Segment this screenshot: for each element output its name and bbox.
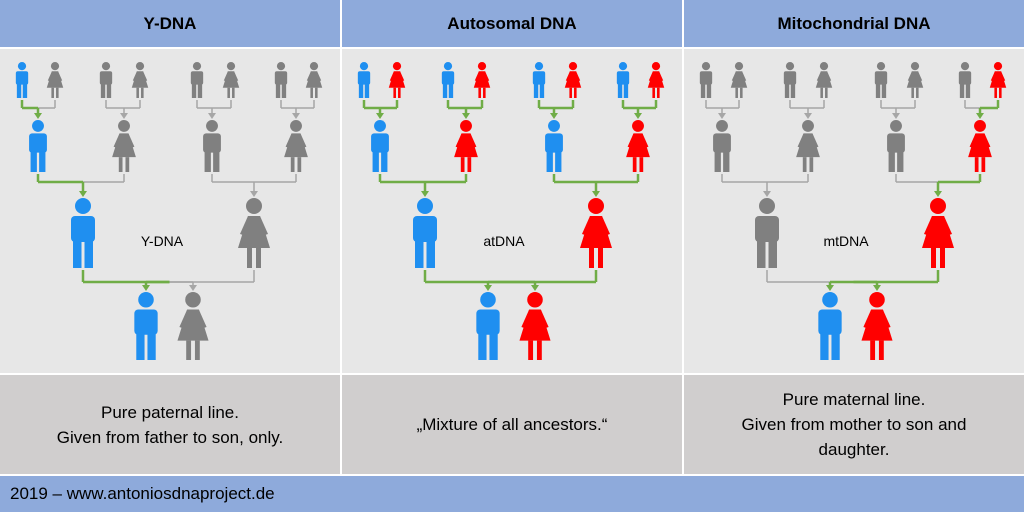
male-person-icon: [818, 292, 842, 360]
male-person-icon: [134, 292, 158, 360]
tree-panel-autosomal: [342, 49, 682, 373]
female-person-icon: [922, 198, 954, 268]
arrow-head: [292, 113, 300, 119]
female-person-icon: [519, 292, 551, 360]
male-person-icon: [71, 198, 95, 268]
footer-credit: 2019 – www.antoniosdnaproject.de: [0, 476, 1024, 512]
male-person-icon: [190, 62, 204, 98]
female-person-icon: [906, 62, 924, 98]
arrow-head: [763, 191, 771, 197]
arrow-head: [142, 285, 150, 291]
arrow-head: [189, 285, 197, 291]
arrow-head: [934, 191, 942, 197]
arrow-head: [592, 191, 600, 197]
female-person-icon: [238, 198, 270, 268]
description-line: Given from mother to son and: [741, 415, 967, 434]
description-line: Given from father to son, only.: [56, 427, 284, 447]
arrow-head: [376, 113, 384, 119]
arrow-head: [421, 191, 429, 197]
female-person-icon: [564, 62, 582, 98]
description-line: daughter.: [818, 440, 890, 459]
male-person-icon: [274, 62, 288, 98]
arrow-head: [550, 113, 558, 119]
description-line: Pure paternal line.: [101, 402, 239, 422]
female-person-icon: [968, 120, 992, 172]
female-person-icon: [730, 62, 748, 98]
arrow-head: [892, 113, 900, 119]
dna-type-label: mtDNA: [823, 233, 869, 249]
arrow-head: [484, 285, 492, 291]
male-person-icon: [532, 62, 546, 98]
female-person-icon: [989, 62, 1007, 98]
arrow-head: [873, 285, 881, 291]
male-person-icon: [476, 292, 500, 360]
female-person-icon: [222, 62, 240, 98]
female-person-icon: [305, 62, 323, 98]
arrow-head: [250, 191, 258, 197]
female-person-icon: [861, 292, 893, 360]
column-header-autosomal: Autosomal DNA: [342, 0, 682, 47]
arrow-head: [208, 113, 216, 119]
female-person-icon: [647, 62, 665, 98]
description-ydna: Pure paternal line. Given from father to…: [0, 375, 340, 474]
tree-mt: mtDNA: [699, 62, 1007, 360]
arrow-head: [634, 113, 642, 119]
male-person-icon: [713, 120, 731, 172]
female-person-icon: [454, 120, 478, 172]
female-person-icon: [131, 62, 149, 98]
male-person-icon: [441, 62, 455, 98]
female-person-icon: [626, 120, 650, 172]
arrow-head: [718, 113, 726, 119]
description-mitochondrial: Pure maternal line. Given from mother to…: [684, 375, 1024, 474]
tree-y: Y-DNA: [15, 62, 323, 360]
tree-at: atDNA: [357, 62, 665, 360]
tree-panel-mitochondrial: [684, 49, 1024, 373]
male-person-icon: [99, 62, 113, 98]
male-person-icon: [874, 62, 888, 98]
female-person-icon: [177, 292, 209, 360]
arrow-head: [79, 191, 87, 197]
dna-type-label: atDNA: [483, 233, 525, 249]
male-person-icon: [357, 62, 371, 98]
description-line: Pure maternal line.: [782, 390, 926, 409]
female-person-icon: [284, 120, 308, 172]
male-person-icon: [371, 120, 389, 172]
description-autosomal: „Mixture of all ancestors.“: [342, 375, 682, 474]
female-person-icon: [580, 198, 612, 268]
male-person-icon: [958, 62, 972, 98]
tree-panel-ydna: [0, 49, 340, 373]
female-person-icon: [388, 62, 406, 98]
male-person-icon: [545, 120, 563, 172]
male-person-icon: [413, 198, 437, 268]
female-person-icon: [796, 120, 820, 172]
column-header-mitochondrial: Mitochondrial DNA: [684, 0, 1024, 47]
arrow-head: [826, 285, 834, 291]
male-person-icon: [616, 62, 630, 98]
male-person-icon: [755, 198, 779, 268]
description-line: „Mixture of all ancestors.“: [416, 415, 608, 434]
male-person-icon: [783, 62, 797, 98]
male-person-icon: [699, 62, 713, 98]
female-person-icon: [815, 62, 833, 98]
arrow-head: [462, 113, 470, 119]
arrow-head: [34, 113, 42, 119]
arrow-head: [120, 113, 128, 119]
arrow-head: [976, 113, 984, 119]
male-person-icon: [15, 62, 29, 98]
female-person-icon: [112, 120, 136, 172]
female-person-icon: [473, 62, 491, 98]
arrow-head: [531, 285, 539, 291]
male-person-icon: [887, 120, 905, 172]
dna-type-label: Y-DNA: [141, 233, 184, 249]
arrow-head: [804, 113, 812, 119]
male-person-icon: [29, 120, 47, 172]
column-header-ydna: Y-DNA: [0, 0, 340, 47]
male-person-icon: [203, 120, 221, 172]
female-person-icon: [46, 62, 64, 98]
